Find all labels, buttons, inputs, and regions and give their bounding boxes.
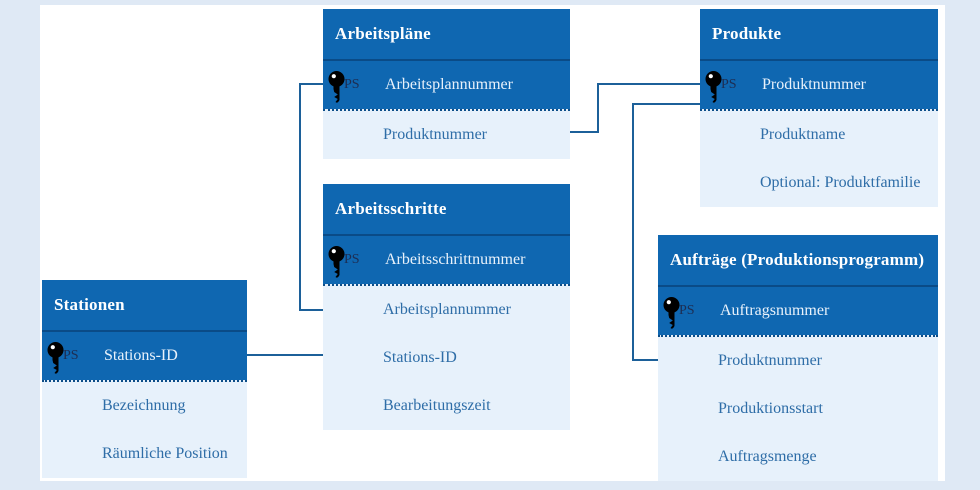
key-field-row: PS Arbeitsschrittnummer xyxy=(323,236,570,284)
primary-key-label: PS xyxy=(344,77,360,92)
entity-title: Arbeitsschritte xyxy=(323,184,570,236)
primary-key-icon xyxy=(663,297,680,329)
entity-title: Produkte xyxy=(700,9,938,61)
primary-key-icon xyxy=(47,342,64,374)
field-arbeitsschrittnummer: Arbeitsschrittnummer xyxy=(385,251,526,268)
primary-key-icon xyxy=(328,246,345,278)
entity-arbeitsschritte: Arbeitsschritte PS Arbeitsschrittnummer … xyxy=(323,184,570,430)
entity-title: Aufträge (Produktionsprogramm) xyxy=(658,235,938,287)
key-field-row: PS Stations-ID xyxy=(42,332,247,380)
field-bearbeitungszeit: Bearbeitungszeit xyxy=(383,397,491,414)
entity-auftraege: Aufträge (Produktionsprogramm) PS Auftra… xyxy=(658,235,938,481)
field-auftragsmenge: Auftragsmenge xyxy=(718,448,817,465)
entity-arbeitsplaene: Arbeitspläne PS Arbeitsplannummer Produk… xyxy=(323,9,570,159)
primary-key-label: PS xyxy=(679,303,695,318)
field-produktnummer: Produktnummer xyxy=(718,352,822,369)
field-stations-id: Stations-ID xyxy=(104,347,178,364)
field-produktfamilie: Optional: Produktfamilie xyxy=(760,174,921,191)
field-arbeitsplannummer: Arbeitsplannummer xyxy=(385,76,513,93)
field-produktnummer: Produktnummer xyxy=(383,126,487,143)
primary-key-icon xyxy=(328,71,345,103)
field-produktnummer: Produktnummer xyxy=(762,76,866,93)
field-bezeichnung: Bezeichnung xyxy=(102,397,186,414)
primary-key-label: PS xyxy=(344,252,360,267)
entity-title: Arbeitspläne xyxy=(323,9,570,61)
key-field-row: PS Auftragsnummer xyxy=(658,287,938,335)
key-field-row: PS Arbeitsplannummer xyxy=(323,61,570,109)
entity-title: Stationen xyxy=(42,280,247,332)
primary-key-label: PS xyxy=(721,77,737,92)
primary-key-label: PS xyxy=(63,348,79,363)
field-produktname: Produktname xyxy=(760,126,846,143)
field-stations-id: Stations-ID xyxy=(383,349,457,366)
key-field-row: PS Produktnummer xyxy=(700,61,938,109)
entity-stationen: Stationen PS Stations-ID Bezeichnung Räu… xyxy=(42,280,247,478)
primary-key-icon xyxy=(705,71,722,103)
field-produktionsstart: Produktionsstart xyxy=(718,400,823,417)
entity-produkte: Produkte PS Produktnummer Produktname Op… xyxy=(700,9,938,207)
field-raeumliche-position: Räumliche Position xyxy=(102,445,228,462)
field-arbeitsplannummer: Arbeitsplannummer xyxy=(383,301,511,318)
field-auftragsnummer: Auftragsnummer xyxy=(720,302,830,319)
